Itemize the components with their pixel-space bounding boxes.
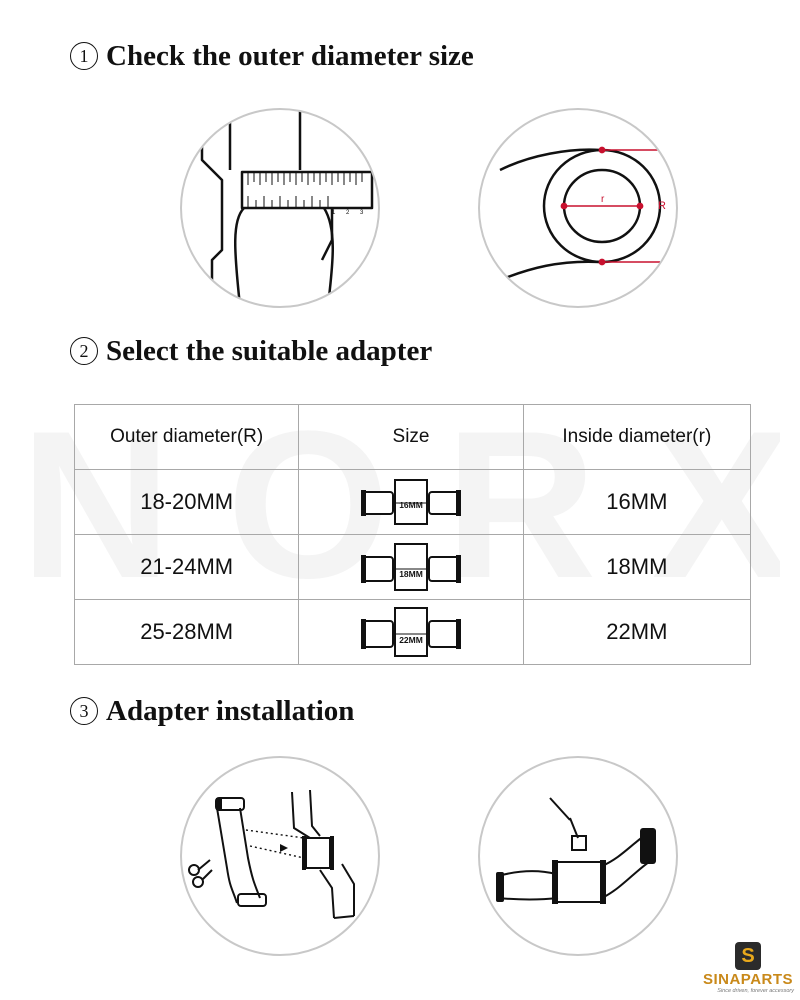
inside-diameter-cell: 18MM [522,534,752,600]
size-cell: 16MM [298,469,524,535]
hose-cross-section-illustration: r R [499,146,666,282]
adapter-16mm-icon: 16MM [361,479,462,525]
caliper-tick-1: 1 [332,210,336,216]
inside-diameter-cell: 16MM [522,469,752,535]
header-size: Size [298,404,524,470]
logo-name: SINAPARTS [702,971,794,988]
caliper-tick-3: 3 [360,210,364,216]
step-3-heading: 3 Adapter installation [70,695,354,728]
caliper-tick-2: 2 [346,210,350,216]
table-row: 21-24MM 18MM 18MM [73,534,752,600]
installed-adapter-diagram [478,756,678,956]
adapter-22mm-icon: 22MM [361,607,462,657]
table-row: 25-28MM 22MM 22MM [73,599,752,665]
inner-radius-label: r [601,194,605,205]
sinaparts-logo: S SINAPARTS Since driven, forever access… [702,942,794,998]
logo-tagline: Since driven, forever accessory [717,988,794,994]
adapter-size-table: Outer diameter(R) Size Inside diameter(r… [73,404,752,665]
installed-adapter-illustration [496,797,656,904]
outer-diameter-cell: 25-28MM [73,599,300,665]
size-cell: 22MM [298,599,524,665]
logo-badge-icon: S [735,942,761,970]
outer-diameter-cell: 18-20MM [73,469,300,535]
step-1-heading: 1 Check the outer diameter size [70,40,474,73]
size-cell: 18MM [298,534,524,600]
adapter-18mm-icon: 18MM [361,543,462,591]
adapter-size-label: 16MM [399,500,423,510]
step-3-number: 3 [70,697,98,725]
outer-radius-label: R [658,200,666,212]
table-row: 18-20MM 16MM 16MM [73,469,752,535]
inside-diameter-cell: 22MM [522,599,752,665]
step-3-title: Adapter installation [106,695,355,727]
header-inside-diameter: Inside diameter(r) [522,404,752,470]
adapter-size-label: 18MM [399,569,423,579]
table-header-row: Outer diameter(R) Size Inside diameter(r… [73,404,752,470]
cut-hose-illustration [188,789,355,919]
cut-hose-diagram [180,756,380,956]
outer-diameter-cell: 21-24MM [73,534,300,600]
hose-cross-section-diagram: r R [478,108,678,308]
step-1-number: 1 [70,42,98,70]
step-2-number: 2 [70,337,98,365]
step-2-heading: 2 Select the suitable adapter [70,335,432,368]
adapter-size-label: 22MM [399,635,423,645]
step-1-title: Check the outer diameter size [106,40,474,72]
header-outer-diameter: Outer diameter(R) [73,404,300,470]
caliper-illustration: 1 2 3 [200,110,374,306]
caliper-measurement-diagram: 1 2 3 [180,108,380,308]
step-2-title: Select the suitable adapter [106,335,433,367]
